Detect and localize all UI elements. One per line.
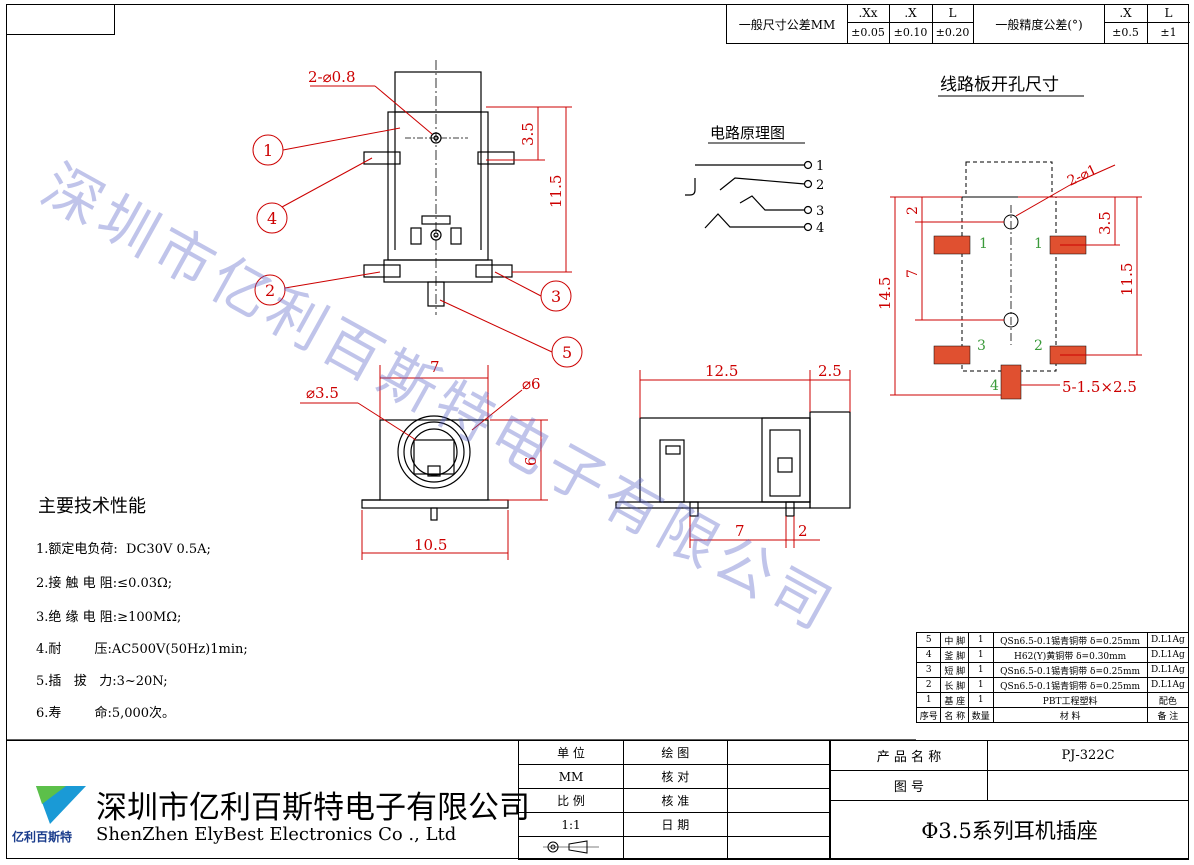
callout-2: 2 — [265, 281, 275, 300]
spec-item-5: 5.插 拔 力:3~20N; — [36, 674, 168, 689]
unit-label: 单 位 — [517, 740, 625, 765]
tolerance-table: 一般尺寸公差MM .Xx .X L ±0.05 ±0.10 ±0.20 一般精度… — [726, 4, 1190, 44]
side-dim-125: 12.5 — [705, 362, 738, 380]
side-view — [615, 411, 851, 517]
side-dim-7: 7 — [735, 522, 745, 540]
pcb-pad-label-1b: 1 — [1034, 236, 1043, 252]
tol-h1: .X — [904, 6, 917, 20]
pcb-pads — [933, 235, 1087, 400]
ang-v1: ±1 — [1160, 26, 1177, 39]
tol-v2: ±0.20 — [935, 26, 970, 39]
circuit-pin-2: 2 — [816, 178, 824, 193]
face-dim-d6: ⌀6 — [522, 375, 541, 393]
spec-item-1: 1.额定电负荷: DC30V 0.5A; — [36, 542, 211, 557]
specs-title: 主要技术性能 — [38, 496, 146, 517]
scale-label: 比 例 — [517, 788, 625, 813]
check-label: 核 对 — [623, 764, 728, 789]
ang-v0: ±0.5 — [1112, 26, 1139, 39]
callout-1: 1 — [263, 141, 273, 160]
circuit-pin-4: 4 — [816, 221, 824, 236]
front-dim-115: 11.5 — [547, 175, 565, 208]
circuit-pin-1: 1 — [816, 159, 824, 174]
pcb-dim-lines — [890, 164, 1142, 396]
pcb-pad-label-1a: 1 — [979, 236, 988, 252]
callout-5: 5 — [562, 343, 572, 362]
tol-h2: L — [948, 6, 957, 20]
pcb-dim-7: 7 — [905, 269, 921, 278]
spec-item-3: 3.绝 缘 电 阻:≥100MΩ; — [36, 610, 182, 625]
company-logo — [36, 786, 86, 824]
general-angle-label: 一般精度公差(°) — [995, 18, 1083, 32]
callout-4: 4 — [267, 209, 277, 228]
circuit-pin-3: 3 — [816, 204, 824, 219]
pcb-pad-label-3: 3 — [977, 338, 986, 354]
side-dim-25: 2.5 — [818, 362, 842, 380]
general-dim-label: 一般尺寸公差MM — [738, 18, 836, 32]
projection-symbol — [517, 836, 625, 860]
pcb-dim-145: 14.5 — [876, 277, 894, 310]
ang-h0: .X — [1119, 6, 1132, 20]
front-dim-lines — [252, 85, 583, 368]
ang-h1: L — [1164, 6, 1173, 20]
product-title: Φ3.5系列耳机插座 — [830, 800, 1189, 860]
face-dim-d35: ⌀3.5 — [306, 384, 339, 402]
unit-value: MM — [517, 764, 625, 789]
top-left-box — [6, 4, 115, 35]
pcb-pad-label-4: 4 — [990, 378, 999, 394]
face-dim-w105: 10.5 — [414, 536, 447, 554]
pcb-dim-35: 3.5 — [1096, 211, 1114, 235]
pcb-dim-2: 2 — [905, 206, 921, 215]
pcb-hole-dim: 2-⌀1 — [1065, 162, 1100, 190]
tol-v1: ±0.10 — [893, 26, 928, 39]
pcb-title: 线路板开孔尺寸 — [940, 75, 1059, 95]
pcb-pad-dim: 5-1.5×2.5 — [1062, 378, 1137, 396]
face-dim-h6: 6 — [522, 456, 540, 466]
scale-value: 1:1 — [517, 812, 625, 837]
draw-label: 绘 图 — [623, 740, 728, 765]
logo-text: 亿利百斯特 — [12, 830, 73, 844]
pcb-dim-115: 11.5 — [1118, 263, 1136, 296]
front-hole-dim: 2-⌀0.8 — [308, 68, 356, 86]
side-dim-lines — [639, 370, 851, 548]
face-dim-lines — [300, 365, 548, 560]
product-name-label: 产 品 名 称 — [830, 740, 988, 771]
company-name-cn: 深圳市亿利百斯特电子有限公司 — [96, 790, 530, 826]
face-view — [361, 415, 509, 521]
side-dim-2: 2 — [798, 522, 808, 540]
product-name-value: PJ-322C — [987, 740, 1189, 771]
spec-item-6: 6.寿 命:5,000次。 — [36, 706, 176, 721]
front-dim-35: 3.5 — [519, 122, 537, 146]
tol-v0: ±0.05 — [851, 26, 885, 39]
pcb-pad-label-2: 2 — [1034, 338, 1043, 354]
date-label: 日 期 — [623, 812, 728, 837]
spec-item-2: 2.接 触 电 阻:≤0.03Ω; — [36, 576, 173, 591]
callout-3: 3 — [551, 287, 561, 306]
approve-label: 核 准 — [623, 788, 728, 813]
company-name-en: ShenZhen ElyBest Electronics Co ., Ltd — [96, 824, 457, 845]
circuit-title: 电路原理图 — [710, 124, 785, 142]
tol-h0: .Xx — [858, 6, 878, 20]
drawing-no-label: 图 号 — [830, 770, 988, 801]
spec-item-4: 4.耐 压:AC500V(50Hz)1min; — [36, 642, 248, 657]
face-dim-w7: 7 — [430, 358, 440, 376]
bom-header: 序号名 称数量材 料备 注 — [915, 707, 1190, 723]
circuit-schematic — [685, 160, 813, 232]
